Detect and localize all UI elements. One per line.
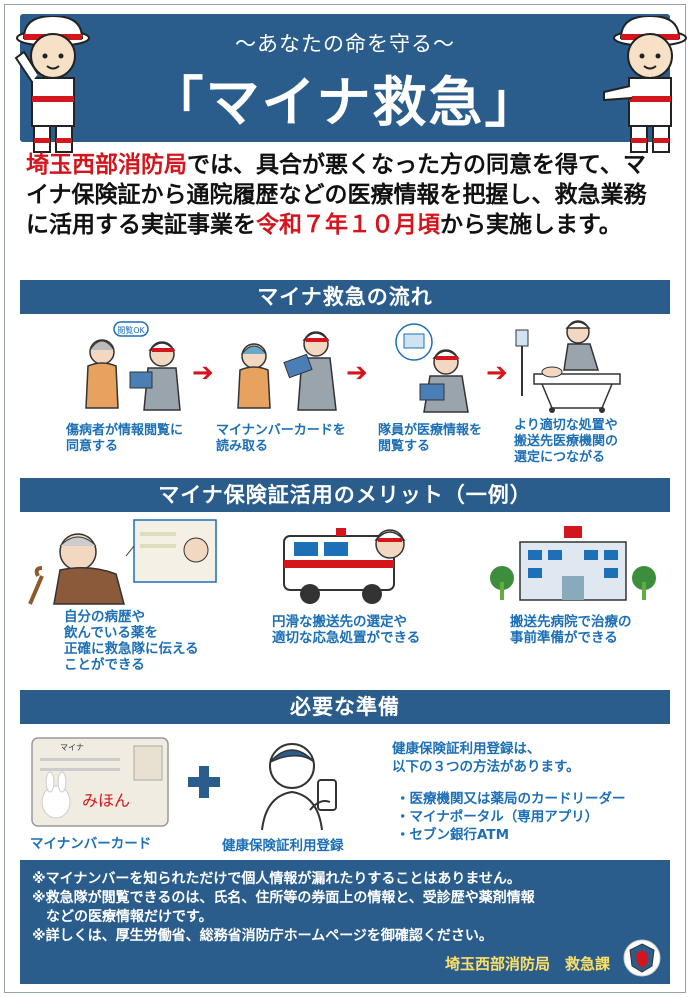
phone-label: 健康保険証利用登録 [222,838,344,854]
list-item: ・医療機関又は薬局のカードリーダー [396,791,626,807]
flow-step-2: マイナンバーカードを読み取る [216,423,346,454]
patient-consent-illustration: 閲覧OK [85,321,181,411]
intro-text-a: では、具合が悪くなった方の同意を得て、マイナ保険証から通院履歴などの医療情報を把… [26,152,647,238]
viewing-info-illustration [395,323,469,413]
card-label: マイナンバーカード [30,836,152,852]
merit-item-1: 自分の病歴や飲んでいる薬を 正確に救急隊に伝えることができる [64,609,199,673]
prep-methods-list: ・医療機関又は薬局のカードリーダー ・マイナポータル（専用アプリ） ・セブン銀行… [396,790,626,844]
list-item: ・セブン銀行ATM [396,827,510,843]
treatment-illustration [515,320,621,413]
card-reading-illustration [237,331,337,411]
intro-text-b: から実施します。 [440,212,622,238]
flow-arrow-icon: ➔ [346,358,368,388]
flow-arrow-icon: ➔ [192,358,214,388]
prep-description: 健康保険証利用登録は、以下の３つの方法があります。 [392,741,580,775]
elderly-with-card-illustration [28,519,217,605]
prep-heading: 必要な準備 [20,690,670,724]
merit-item-2: 円滑な搬送先の選定や適切な応急処置ができる [272,614,421,646]
card-sample-mark: みほん [82,791,130,810]
header-subtitle: 〜あなたの命を守る〜 [235,32,455,56]
intro-org: 埼玉西部消防局 [26,152,187,178]
person-with-phone-icon [261,743,337,831]
note-line: ※詳しくは、厚生労働省、総務省消防庁ホームページを御確認ください。 [32,928,493,944]
header-banner: 〜あなたの命を守る〜 「マイナ救急」 [20,14,670,142]
notes-box: ※マイナンバーを知られただけで個人情報が漏れたりすることはありません。 ※救急隊… [20,860,670,984]
fire-department-emblem-icon [623,939,661,977]
card-name-text: マイナ [60,743,84,752]
firefighter-salute-icon [14,16,90,153]
merit-item-3: 搬送先病院で治療の事前準備ができる [510,614,632,646]
poster-frame [4,4,686,993]
intro-paragraph: 埼玉西部消防局では、具合が悪くなった方の同意を得て、マイナ保険証から通院履歴など… [26,150,666,240]
flow-step-4: より適切な処置や搬送先医療機関の選定につながる [514,418,619,465]
list-item: ・マイナポータル（専用アプリ） [396,809,599,825]
intro-date: 令和７年１０月頃 [256,212,440,238]
consent-bubble-text: 閲覧OK [117,325,145,335]
merits-heading: マイナ保険証活用のメリット（一例） [20,478,670,512]
note-line: ※マイナンバーを知られただけで個人情報が漏れたりすることはありません。 [32,871,521,887]
plus-icon [188,766,220,798]
flow-step-1: 傷病者が情報閲覧に同意する [66,423,184,454]
ambulance-icon [283,528,406,604]
flow-arrow-icon: ➔ [486,358,508,388]
flow-heading: マイナ救急の流れ [20,280,670,314]
note-line: ※救急隊が閲覧できるのは、氏名、住所等の券面上の情報と、受診歴や薬剤情報 [32,890,535,906]
my-number-card-icon: マイナ みほん [31,737,169,827]
hospital-icon [490,526,656,601]
header-title: 「マイナ救急」 [149,71,541,134]
note-line: などの医療情報だけです。 [32,909,213,925]
flow-step-3: 隊員が医療情報を閲覧する [378,423,483,454]
footer-org: 埼玉西部消防局 救急課 [444,955,610,973]
firefighter-pointing-icon [603,16,687,153]
